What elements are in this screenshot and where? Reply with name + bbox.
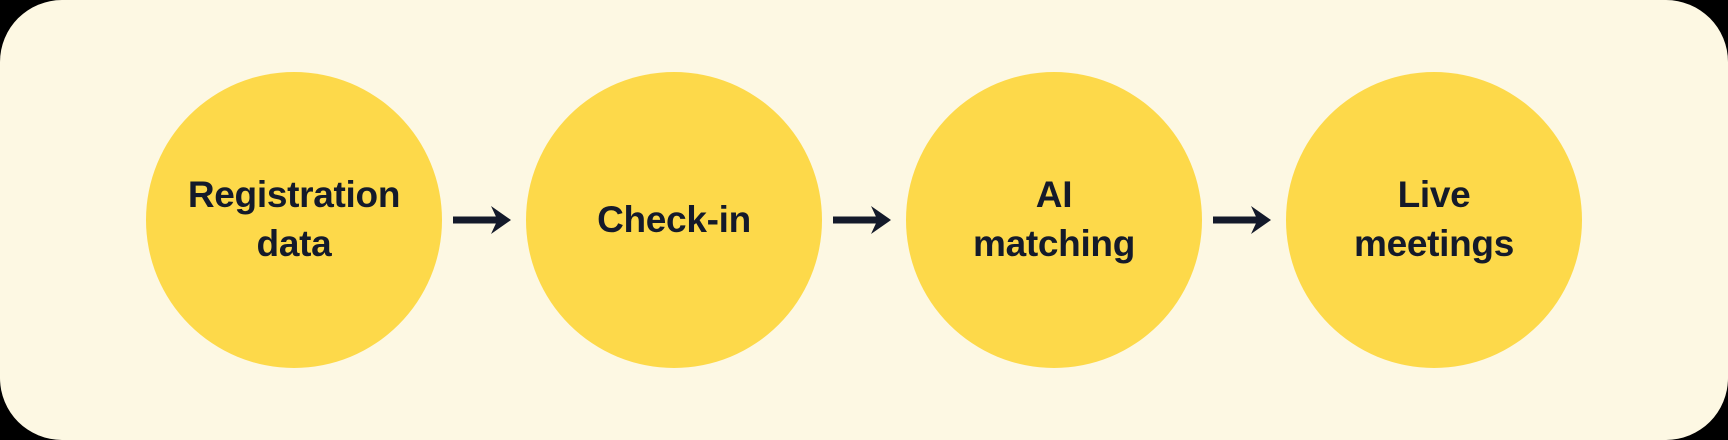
flow-step-live-meetings[interactable]: Live meetings	[1286, 72, 1582, 368]
flow-connector-3	[1202, 190, 1286, 250]
flow-step-ai-matching[interactable]: AI matching	[906, 72, 1202, 368]
flow-step-label: Registration data	[187, 174, 401, 264]
flow-step-label: AI matching	[972, 174, 1136, 264]
flow-connector-2	[822, 190, 906, 250]
flow-step-registration-data[interactable]: Registration data	[146, 72, 442, 368]
flow-step-label: Check-in	[597, 198, 751, 240]
flow-step-check-in[interactable]: Check-in	[526, 72, 822, 368]
flow-connector-1	[442, 190, 526, 250]
arrow-right-icon	[1213, 203, 1275, 237]
flow-step-label: Live meetings	[1353, 174, 1515, 264]
arrow-right-icon	[453, 203, 515, 237]
arrow-right-icon	[833, 203, 895, 237]
